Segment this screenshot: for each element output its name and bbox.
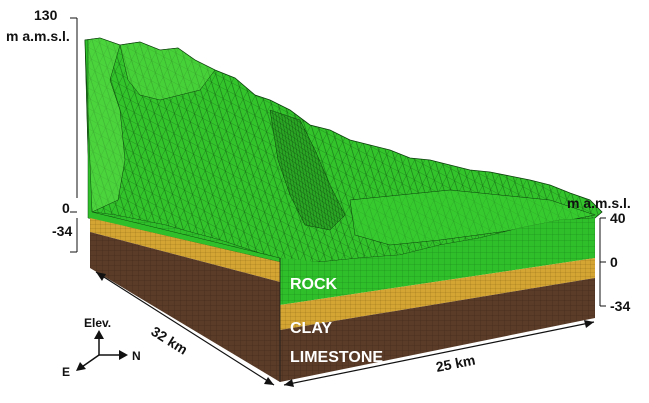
right-axis-zero-value: 0 <box>610 254 618 270</box>
left-elevation-axis: 130 m a.m.s.l. 0 -34 <box>6 7 78 253</box>
layer-label-rock: ROCK <box>290 276 338 293</box>
left-axis-unit: m a.m.s.l. <box>6 28 70 44</box>
left-face <box>84 39 281 382</box>
right-face-clay <box>280 258 595 330</box>
orientation-compass: Elev. N E <box>62 316 141 379</box>
terrain-lowland <box>349 189 596 246</box>
compass-up-arrow-icon <box>94 330 104 339</box>
length-arrow-head-start <box>96 272 106 281</box>
length-arrow-head-end <box>264 377 274 385</box>
length-arrow-line <box>95 271 275 386</box>
right-face-limestone <box>280 278 595 382</box>
compass-east-arrow-icon <box>76 362 86 371</box>
compass-east-label: E <box>62 365 70 379</box>
layer-label-clay: CLAY <box>290 320 332 337</box>
terrain-surface <box>84 37 603 263</box>
compass-north-label: N <box>132 349 141 363</box>
left-axis-bottom-value: -34 <box>52 223 72 239</box>
width-label: 25 km <box>435 352 477 375</box>
compass-up-label: Elev. <box>84 316 111 330</box>
right-elevation-axis: m a.m.s.l. 40 0 -34 <box>567 195 631 314</box>
terrain-valley <box>269 109 346 231</box>
terrain-ridge-upper <box>119 41 216 101</box>
compass-north-arrow-icon <box>119 350 128 360</box>
right-face <box>279 218 595 382</box>
layer-label-limestone: LIMESTONE <box>290 349 383 366</box>
left-face-limestone <box>90 232 280 382</box>
right-axis-top-value: 40 <box>610 210 626 226</box>
right-axis-bottom-value: -34 <box>610 298 630 314</box>
left-face-clay <box>90 218 280 282</box>
left-axis-zero-value: 0 <box>62 200 70 216</box>
width-arrow-line <box>283 321 595 386</box>
width-arrow-head-start <box>284 379 294 387</box>
left-axis-top-value: 130 <box>34 7 58 23</box>
right-axis-unit: m a.m.s.l. <box>567 195 631 211</box>
right-face-rock <box>280 218 595 305</box>
dimension-width: 25 km <box>283 320 595 387</box>
width-arrow-head-end <box>584 320 594 328</box>
